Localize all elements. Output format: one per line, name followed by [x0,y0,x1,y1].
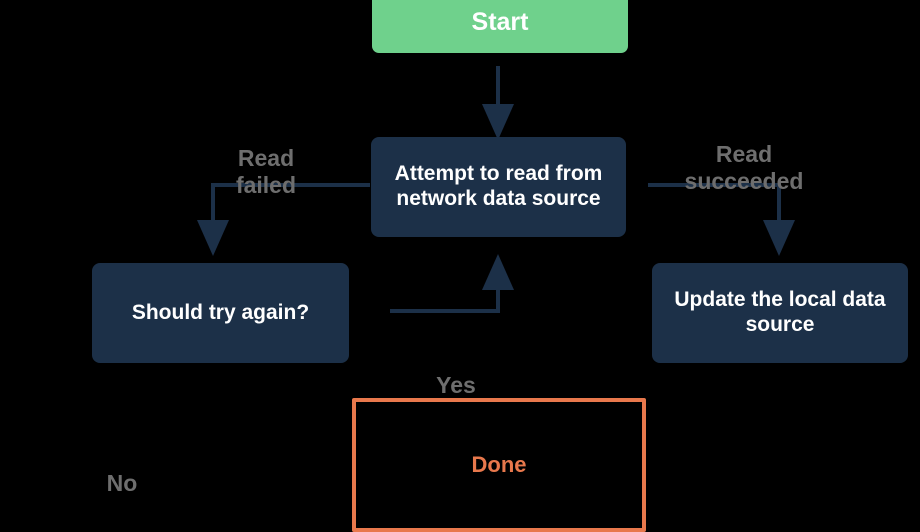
node-attempt-read-label: Attempt to read from network data source [394,162,603,210]
node-update-local[interactable]: Update the local data source [652,263,908,363]
node-should-retry[interactable]: Should try again? [92,263,349,363]
node-update-local-label: Update the local data source [674,288,886,336]
edge-retry-yes-to-attempt [390,254,514,313]
edge-label-read-failed-text: Read failed [235,145,297,198]
node-start-label: Start [471,7,529,36]
node-attempt-read[interactable]: Attempt to read from network data source [371,137,626,237]
edge-label-read-failed: Read failed [186,119,346,198]
edge-label-yes-text: Yes [436,372,476,399]
edge-label-yes: Yes [406,346,506,399]
edge-label-no: No [72,444,172,497]
edge-label-read-succeeded-text: Read succeeded [684,141,804,194]
node-done-label: Done [471,452,527,478]
node-done[interactable]: Done [352,398,646,532]
node-should-retry-label: Should try again? [131,300,310,324]
edge-label-no-text: No [106,470,138,497]
node-start[interactable]: Start [372,0,628,53]
edge-label-read-succeeded: Read succeeded [644,115,844,194]
